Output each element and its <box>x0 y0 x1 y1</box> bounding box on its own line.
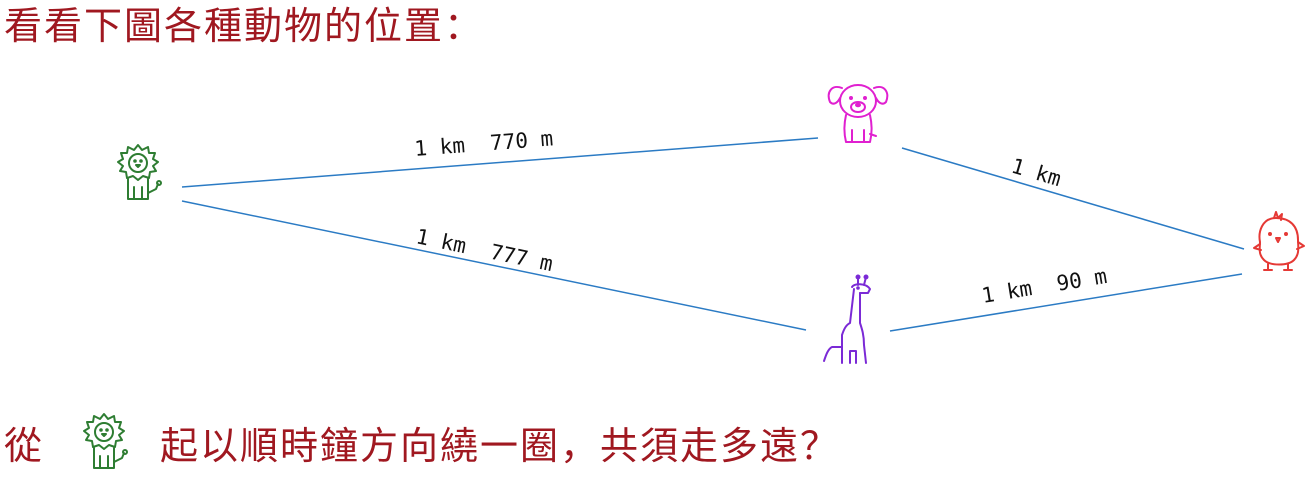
route-lion-giraffe <box>181 200 807 331</box>
giraffe-icon <box>823 274 871 364</box>
route-lion-dog <box>181 137 819 188</box>
route-dog-chick <box>901 147 1245 250</box>
question-suffix: 起以順時鐘方向繞一圈，共須走多遠？ <box>160 423 841 468</box>
route-chick-giraffe <box>889 273 1243 332</box>
distance-lion-giraffe: 1 km 777 m <box>414 224 555 276</box>
question-line: 從 起以順時鐘方向繞一圈，共須走多遠？ <box>4 413 841 470</box>
lion-icon <box>83 413 129 469</box>
distance-dog-chick: 1 km <box>1009 154 1064 191</box>
distance-lion-dog: 1 km 770 m <box>414 126 555 161</box>
page-heading: 看看下圖各種動物的位置： <box>4 4 485 48</box>
chick-icon <box>1253 211 1305 271</box>
question-prefix: 從 <box>4 423 45 468</box>
dog-icon <box>827 84 889 143</box>
animal-map: 1 km 770 m 1 km 1 km 90 m 1 km 777 m <box>117 84 1305 364</box>
distance-chick-giraffe: 1 km 90 m <box>980 264 1109 308</box>
lion-icon <box>117 144 162 200</box>
